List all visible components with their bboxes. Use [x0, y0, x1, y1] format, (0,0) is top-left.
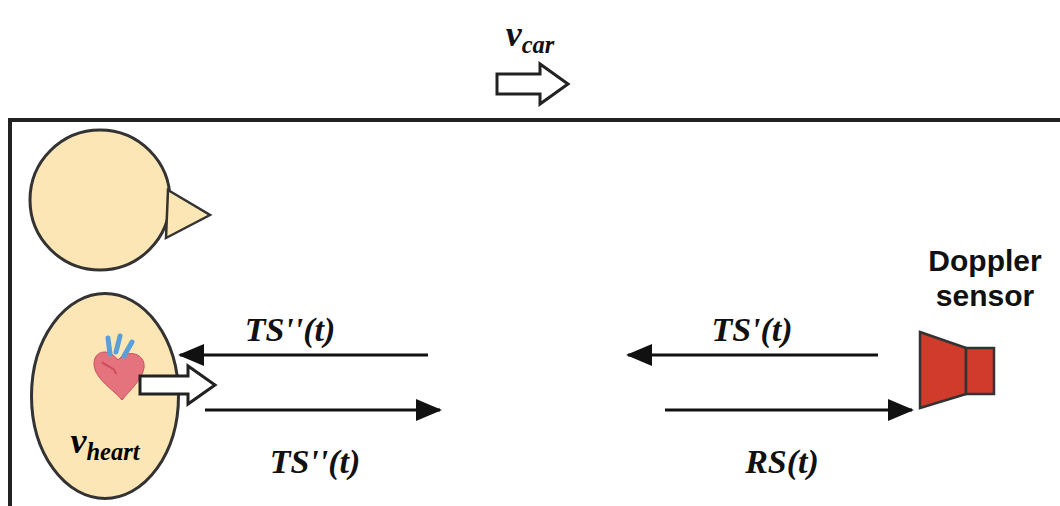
- signal-label: TS'(t): [711, 311, 792, 349]
- head: [30, 130, 170, 270]
- body-ellipse: vheart: [30, 292, 180, 500]
- body-shape: [30, 292, 180, 500]
- velocity-arrow: [497, 64, 568, 104]
- signal-arrow: [180, 354, 428, 357]
- doppler-sensor-symbol: [920, 332, 994, 408]
- signal-arrow: [628, 354, 878, 357]
- sensor-label: Doppler sensor: [915, 244, 1055, 313]
- signal-arrow: [665, 409, 912, 412]
- symbol-subscript: car: [522, 31, 555, 58]
- symbol-subscript: heart: [86, 438, 139, 465]
- signal-label: TS''(t): [245, 311, 336, 349]
- car-frame: [10, 120, 1060, 506]
- signal-arrow: [205, 409, 440, 412]
- velocity-label: vheart: [70, 420, 139, 466]
- beak: [166, 190, 210, 238]
- symbol-base: v: [506, 14, 522, 54]
- symbol-base: v: [70, 421, 86, 461]
- velocity-label: vcar: [506, 13, 555, 59]
- signal-label: RS(t): [745, 443, 819, 481]
- signal-label: TS''(t): [270, 443, 361, 481]
